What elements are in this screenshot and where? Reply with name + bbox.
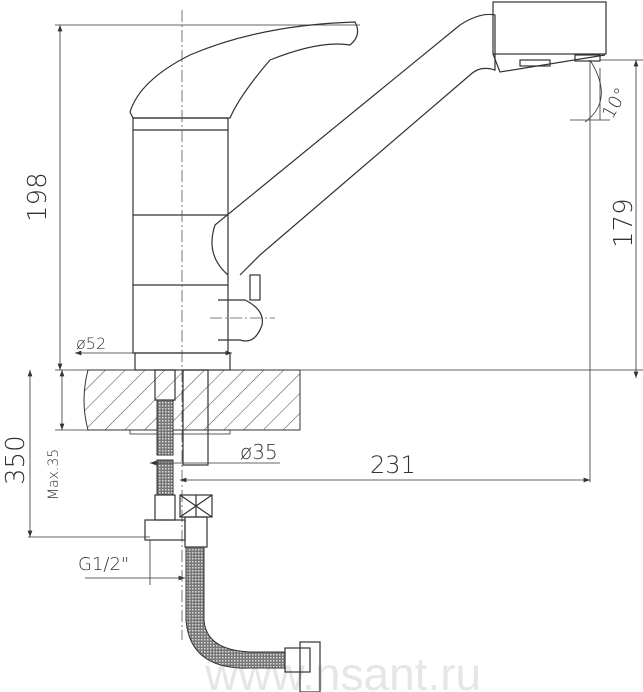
dim-spout-angle: 10°	[598, 84, 632, 122]
diverter-knob	[218, 299, 263, 342]
spout	[210, 1, 607, 342]
dim-base-diameter: ø52	[76, 334, 106, 353]
dim-spout-reach: 231	[370, 451, 416, 479]
dim-hole-diameter: ø35	[240, 440, 278, 464]
dimension-lines	[27, 24, 643, 585]
countertop	[55, 369, 643, 435]
supply-hoses	[144, 369, 321, 692]
dim-total-height: 198	[23, 172, 53, 222]
handle-lever	[129, 21, 359, 119]
faucet-body	[129, 10, 359, 640]
dim-max-thickness: Max.35	[46, 449, 62, 500]
dim-thread: G1/2"	[78, 554, 129, 575]
dim-hose-length: 350	[1, 435, 31, 485]
dim-spout-height: 179	[609, 198, 639, 248]
